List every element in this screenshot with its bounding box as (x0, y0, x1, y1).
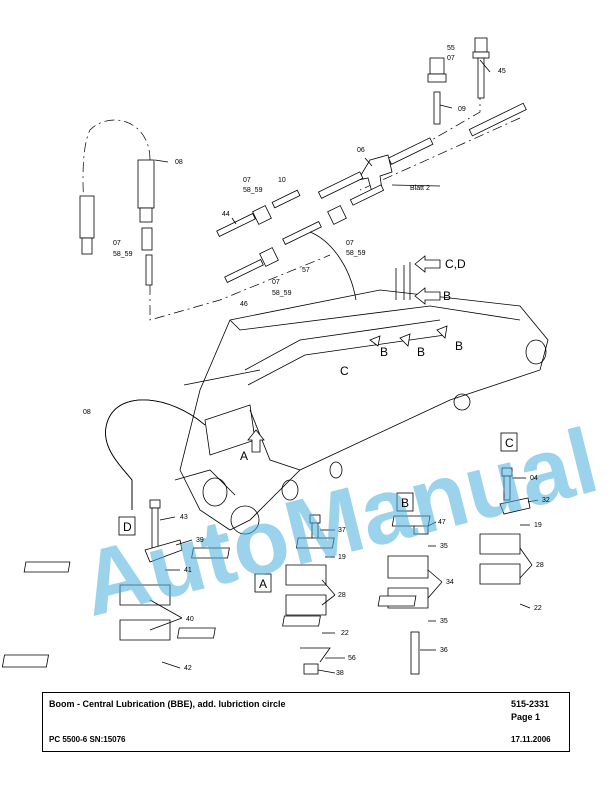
bracket-c-parts (377, 467, 531, 607)
box-letters: D A B C (123, 436, 514, 591)
flow-letter-b: B (455, 339, 463, 353)
document-number: 515-2331 (511, 699, 550, 709)
callout-44: 44 (222, 211, 230, 218)
callout-58-59: 58_59 (243, 187, 263, 194)
callout-06: 06 (357, 147, 365, 154)
flow-letter-b: B (380, 345, 388, 359)
callout-09: 09 (458, 106, 466, 113)
callout-07: 07 (113, 240, 121, 247)
flow-letter-c: C (340, 364, 349, 378)
callout-34: 34 (446, 579, 454, 586)
callout-28: 28 (536, 562, 544, 569)
callout-58-59: 58_59 (272, 290, 292, 297)
callout-36: 36 (440, 647, 448, 654)
callout-19: 19 (338, 554, 346, 561)
callout-55: 55 (447, 45, 455, 52)
callout-45: 45 (498, 68, 506, 75)
callout-56: 56 (348, 655, 356, 662)
callout-58-59: 58_59 (113, 251, 133, 258)
callouts: 55 07 45 09 08 06 07 58_59 10 Blatt 2 44… (83, 45, 550, 677)
bracket-d-parts (1, 499, 183, 668)
box-letter-a: A (259, 577, 267, 591)
top-fittings (216, 37, 527, 301)
page-number: Page 1 (511, 712, 541, 722)
callout-41: 41 (184, 567, 192, 574)
leader-lines (149, 59, 539, 674)
callout-07: 07 (272, 279, 280, 286)
callout-08: 08 (175, 159, 183, 166)
release-date: 17.11.2006 (511, 735, 551, 744)
hose-top-left (79, 159, 155, 286)
callout-07: 07 (447, 55, 455, 62)
flow-letters: C,D B B B B C A (240, 257, 466, 463)
callout-43: 43 (180, 514, 188, 521)
view-box-frames (118, 432, 518, 593)
flow-letter-b: B (443, 289, 451, 303)
direction-arrows (247, 255, 448, 453)
hose-bottom-left (105, 399, 206, 510)
callout-07: 07 (346, 240, 354, 247)
callout-40: 40 (186, 616, 194, 623)
drawing-title: Boom - Central Lubrication (BBE), add. l… (49, 699, 286, 709)
callout-19: 19 (534, 522, 542, 529)
box-letter-c: C (505, 436, 514, 450)
callout-22: 22 (341, 630, 349, 637)
callout-42: 42 (184, 665, 192, 672)
callout-47: 47 (438, 519, 446, 526)
callout-28: 28 (338, 592, 346, 599)
callout-08: 08 (83, 409, 91, 416)
callout-07: 07 (243, 177, 251, 184)
model-serial: PC 5500-6 SN:15076 (49, 735, 126, 744)
callout-46: 46 (240, 301, 248, 308)
box-letter-b: B (401, 496, 409, 510)
flow-letter-a: A (240, 449, 248, 463)
callout-blatt-2: Blatt 2 (410, 185, 430, 192)
watermark: AutoManual (72, 410, 607, 636)
callout-39: 39 (196, 537, 204, 544)
callout-58-59: 58_59 (346, 250, 366, 257)
callout-10: 10 (278, 177, 286, 184)
callout-35: 35 (440, 543, 448, 550)
flow-letter-cd: C,D (445, 257, 466, 271)
callout-37: 37 (338, 527, 346, 534)
title-block: Boom - Central Lubrication (BBE), add. l… (42, 692, 570, 752)
callout-32: 32 (542, 497, 550, 504)
callout-35: 35 (440, 618, 448, 625)
box-letter-d: D (123, 520, 132, 534)
callout-04: 04 (530, 475, 538, 482)
callout-22: 22 (534, 605, 542, 612)
callout-38: 38 (336, 670, 344, 677)
bracket-a-parts (177, 514, 331, 675)
callout-57: 57 (302, 267, 310, 274)
flow-letter-b: B (417, 345, 425, 359)
